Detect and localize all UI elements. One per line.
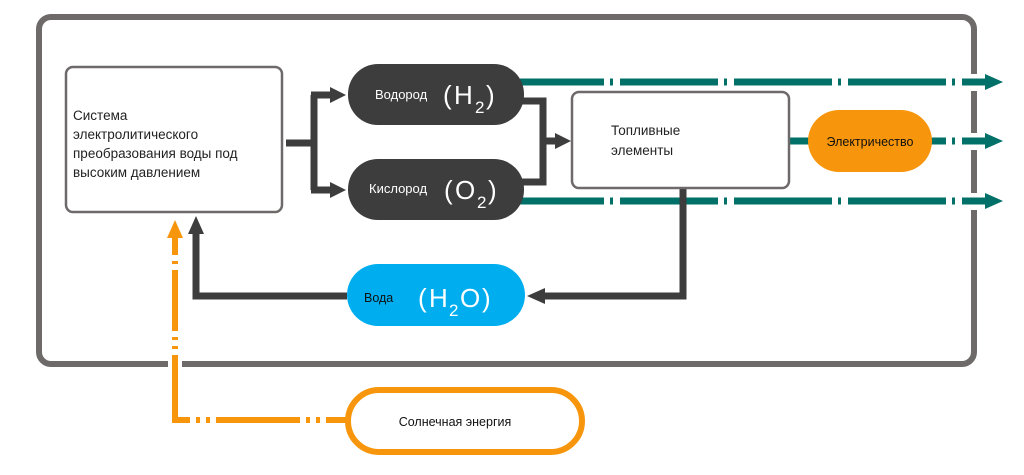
split-connector [286, 91, 332, 194]
water-return-connector [542, 188, 687, 300]
hydrogen-output-arrowhead [985, 74, 1003, 90]
arrow-to-electrolysis-solar [167, 220, 183, 238]
solar-energy-node[interactable]: Солнечная энергия [345, 387, 585, 455]
water-open-paren: ( [418, 283, 427, 313]
oxygen-label: Кислород [369, 181, 427, 196]
arrow-to-hydrogen [330, 87, 346, 103]
oxygen-node[interactable]: Кислород ( O 2 ) [348, 159, 524, 220]
hydrogen-formula-sub: 2 [475, 98, 484, 117]
system-boundary-frame [36, 14, 977, 367]
arrow-to-oxygen [330, 182, 346, 198]
hydrogen-label: Водород [375, 87, 428, 102]
oxygen-formula-o: O [455, 175, 475, 205]
arrow-to-water [527, 288, 545, 304]
hydrogen-open-paren: ( [443, 80, 452, 110]
electrolysis-label-line-1: Система [73, 108, 128, 123]
water-label: Вода [364, 291, 393, 305]
fuel-cells-label-line-2: элементы [611, 143, 673, 158]
solar-energy-flow [172, 236, 350, 423]
electricity-node[interactable]: Электричество [808, 110, 932, 172]
hydrogen-formula-h: H [454, 80, 473, 110]
electricity-output-arrowhead [985, 133, 1003, 149]
oxygen-open-paren: ( [444, 175, 453, 205]
water-formula-h: H [429, 283, 448, 313]
water-formula-sub: 2 [449, 301, 458, 320]
hydrogen-node[interactable]: Водород ( H 2 ) [348, 64, 524, 125]
solar-energy-label: Солнечная энергия [399, 415, 512, 429]
oxygen-output-arrowhead [985, 193, 1003, 209]
arrow-to-electrolysis-water [188, 216, 204, 234]
electrolysis-system-node[interactable]: Система электролитического преобразовани… [64, 65, 284, 214]
hydrogen-close-paren: ) [486, 80, 495, 110]
electrolysis-label-line-3: преобразования воды под [73, 146, 238, 161]
fuel-cells-node[interactable]: Топливные элементы [570, 90, 791, 190]
electrolysis-label-line-2: электролитического [73, 127, 198, 142]
electrolysis-label-line-4: высоким давлением [73, 165, 200, 180]
water-close-paren: ) [482, 283, 491, 313]
arrow-to-fuel-cells [555, 133, 571, 149]
water-feed-connector [192, 230, 347, 300]
oxygen-close-paren: ) [488, 175, 497, 205]
fuel-cells-label-line-1: Топливные [611, 123, 680, 138]
merge-connector [520, 97, 558, 186]
water-node[interactable]: Вода ( H 2 O ) [347, 264, 525, 326]
oxygen-formula-sub: 2 [477, 193, 486, 212]
electricity-label: Электричество [827, 135, 914, 149]
water-formula-o: O [460, 283, 480, 313]
